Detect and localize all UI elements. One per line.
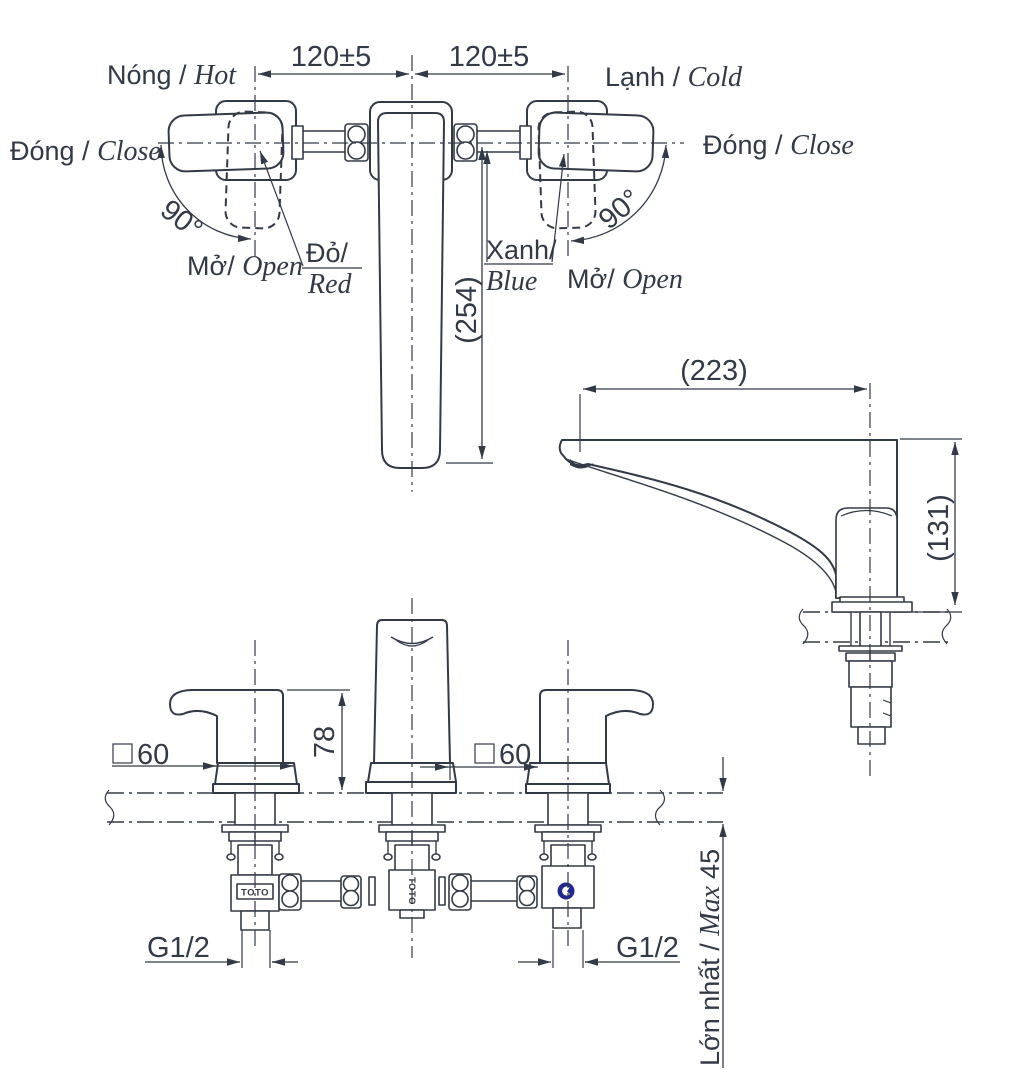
label-angle-left: 90° bbox=[154, 194, 208, 246]
label-angle-right: 90° bbox=[593, 183, 647, 236]
label-max-thickness: Lớn nhất / Max 45 bbox=[695, 849, 726, 1066]
dim-spout-height: (131) bbox=[923, 494, 955, 562]
front-view: TOTO TOTO bbox=[104, 598, 727, 1068]
dim-max-deck-thickness: Lớn nhất / Max 45 bbox=[695, 757, 727, 1068]
right-handle-front bbox=[525, 689, 654, 929]
label-cold: Lạnh / Cold bbox=[605, 62, 743, 93]
label-close-right: Đóng / Close bbox=[703, 130, 854, 161]
dim-square-left: 60 bbox=[112, 739, 295, 771]
spout-body-plan bbox=[377, 112, 445, 469]
svg-text:G1/2: G1/2 bbox=[147, 932, 210, 964]
dim-spacing-right: 120±5 bbox=[449, 41, 529, 73]
spout-profile bbox=[558, 439, 898, 599]
dim-spout-length: (254) bbox=[451, 276, 483, 344]
right-handle-closed bbox=[537, 111, 655, 173]
dim-spacing-left: 120±5 bbox=[291, 41, 371, 73]
right-rod-nut bbox=[453, 123, 478, 162]
label-open-left: Mở/ Open bbox=[187, 251, 303, 282]
aerator-notch bbox=[570, 459, 594, 469]
svg-text:G1/2: G1/2 bbox=[616, 932, 679, 964]
label-blue-en: Blue bbox=[486, 266, 537, 297]
label-hot: Nóng / Hot bbox=[107, 60, 237, 91]
left-rotation-arc bbox=[157, 144, 252, 243]
thread-callout-right: G1/2 bbox=[518, 930, 680, 968]
label-open-right: Mở/ Open bbox=[567, 264, 683, 295]
dim-spout-reach: (223) bbox=[680, 355, 748, 387]
label-blue: Xanh/ bbox=[486, 235, 557, 265]
left-handle-closed bbox=[167, 111, 285, 173]
label-red: Đỏ/ bbox=[306, 238, 349, 268]
svg-text:60: 60 bbox=[499, 739, 531, 771]
dim-handle-height: 78 bbox=[309, 726, 341, 758]
dim-square-right: 60 bbox=[420, 739, 538, 780]
thread-callout-left: G1/2 bbox=[145, 930, 298, 968]
label-close-left: Đóng / Close bbox=[10, 136, 161, 167]
label-red-en: Red bbox=[307, 269, 353, 300]
cartridge-housing bbox=[835, 507, 898, 599]
right-rotation-arc bbox=[570, 144, 670, 245]
plan-view: 120±5 120±5 (254) Nóng / Hot Lạnh / Cold… bbox=[10, 41, 854, 492]
side-view: (223) (131) bbox=[558, 355, 962, 778]
